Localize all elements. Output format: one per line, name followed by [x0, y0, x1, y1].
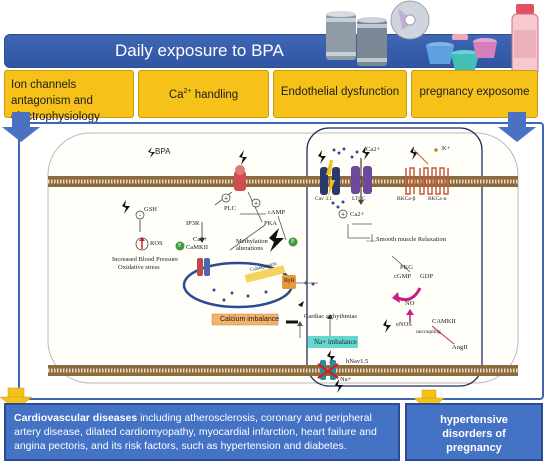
bkca-beta-label: BKCa-β — [397, 196, 416, 202]
pka-label: PKA — [264, 220, 278, 227]
membrane-receptor-icon — [234, 165, 246, 191]
ltcc-channel-icon — [351, 158, 372, 205]
smooth-relaxation-label: Smooth muscle Relaxation — [376, 236, 447, 243]
plus-circle-icon — [221, 193, 231, 203]
angii-label: AngII — [452, 344, 468, 351]
topic-endothelial-dysfunction: Endothelial dysfunction — [273, 70, 407, 118]
cgmp-label: cGMP — [394, 273, 411, 280]
phosphorylation-icon — [288, 237, 298, 247]
no-label: NO — [405, 300, 415, 307]
ca-channel-label: Ca2+ — [366, 146, 381, 153]
lightning-bolt-icon — [239, 150, 247, 165]
camkii-right-label: CAMKII — [432, 318, 456, 325]
bkca-alpha-icon — [419, 167, 449, 195]
plc-label: PLC — [224, 205, 236, 212]
ca-intracellular-label: Ca2+ — [350, 211, 365, 218]
calcium-imbalance-box — [211, 313, 279, 326]
arrow-down-icon — [498, 112, 536, 142]
lightning-bolt-icon — [269, 228, 284, 252]
ip3r-label: IP3R — [186, 220, 200, 227]
ca-label: Ca2+ — [193, 236, 208, 243]
calcium-imbalance-label: Calcium imbalance — [220, 316, 280, 323]
uncoupling-label: uncoupling — [416, 329, 441, 335]
bpa-label: BPA — [155, 147, 171, 156]
gdp-label: GDP — [420, 273, 434, 280]
svg-text:+: + — [254, 201, 258, 208]
top-membrane — [48, 176, 518, 187]
minus-circle-icon — [338, 209, 348, 219]
k-efflux-arrow — [413, 149, 429, 165]
ros-label: ROS — [150, 240, 163, 247]
cav-channel-icon — [320, 160, 340, 198]
minus-circle-icon — [135, 210, 145, 220]
cav-label: Cav 3.1 — [315, 196, 333, 202]
ip3r-channel-icon — [197, 258, 210, 276]
ryr-label: RyR — [284, 278, 295, 284]
svg-text:+: + — [224, 196, 228, 203]
lightning-bolt-icon — [383, 319, 391, 333]
na-ion-label: Na+ — [340, 376, 352, 383]
lightning-bolt-icon — [362, 146, 370, 160]
na-imbalance-label: Na+ imbalance — [314, 338, 357, 346]
cell-outline — [47, 132, 519, 384]
phosphorylation-icon — [175, 241, 185, 251]
lightning-bolt-icon — [148, 147, 155, 158]
lightning-bolt-icon — [410, 146, 418, 160]
cardiovascular-diseases-box: Cardiovascular diseases including athero… — [4, 403, 400, 461]
arrow-down-icon — [2, 112, 40, 142]
lightning-bolt-icon — [318, 150, 326, 164]
camkii-label: CaMKII — [186, 244, 209, 251]
topic-ion-channels: Ion channels antagonism and electrophysi… — [4, 70, 134, 123]
camp-label: cAMP — [268, 209, 285, 216]
vascular-compartment — [306, 127, 483, 387]
p-label: P — [291, 239, 295, 245]
lightning-bolt-icon — [335, 379, 343, 393]
ltcc-label: LTCC — [352, 196, 366, 202]
ryr-channel-icon — [282, 275, 296, 289]
page-title: Daily exposure to BPA — [115, 41, 284, 60]
hnav15-label: hNav1.5 — [346, 358, 369, 365]
nav-channel-icon — [317, 360, 339, 380]
topic-ca-handling: Ca2+ handling — [138, 70, 269, 118]
enos-label: eNOS — [396, 321, 412, 328]
na-imbalance-box — [308, 336, 358, 348]
k-ion-label: K+ — [442, 145, 451, 152]
methylation-label: Methylation alterations — [236, 238, 268, 252]
gsh-label: GSH — [144, 206, 158, 213]
bottom-membrane — [48, 365, 518, 376]
pkg-label: PKG — [400, 264, 414, 271]
pregnancy-disorders-box: hypertensive disorders of pregnancy — [405, 403, 543, 461]
lightning-bolt-icon — [327, 350, 335, 364]
lightning-bolt-icon — [122, 200, 130, 214]
svg-text:+: + — [341, 212, 345, 219]
svg-text:-: - — [139, 213, 142, 220]
p-label: P — [178, 243, 182, 249]
bkca-beta-icon — [405, 167, 415, 195]
bkca-alpha-label: BKCa-α — [428, 196, 447, 202]
ros-effect-label: Oxidative stress — [118, 264, 160, 271]
plus-circle-icon — [251, 198, 261, 208]
cardiac-arrhythmias-label: Cardiac arrhythmias — [304, 313, 357, 320]
ros-effect-label: Increased Blood Pressure — [112, 256, 179, 263]
topic-pregnancy-exposome: pregnancy exposome — [411, 70, 538, 118]
